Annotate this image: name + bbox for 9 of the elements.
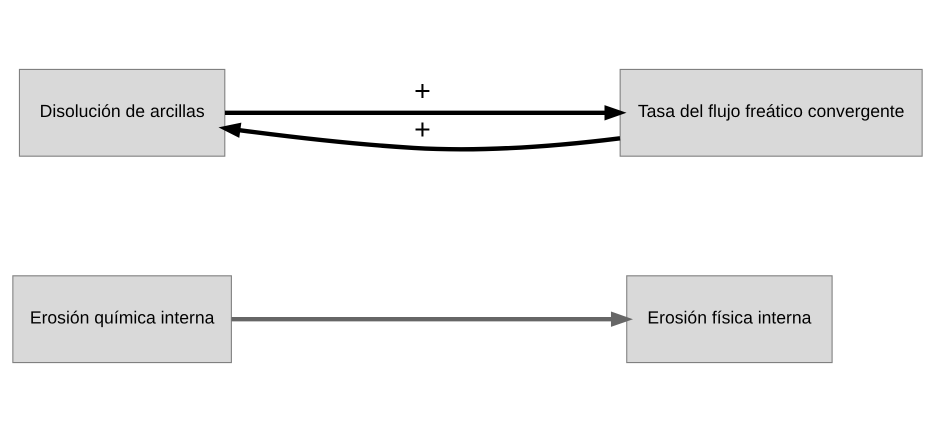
arrow: [218, 122, 620, 152]
node-box: Tasa del flujo freático convergente: [620, 68, 923, 157]
node-box: Erosión química interna: [12, 275, 232, 364]
edge-label: +: [414, 75, 431, 108]
node-box: Disolución de arcillas: [18, 68, 226, 157]
arrow: [224, 105, 627, 120]
arrow: [232, 312, 633, 327]
edge-label: +: [414, 114, 431, 146]
node-box: Erosión física interna: [626, 275, 833, 364]
